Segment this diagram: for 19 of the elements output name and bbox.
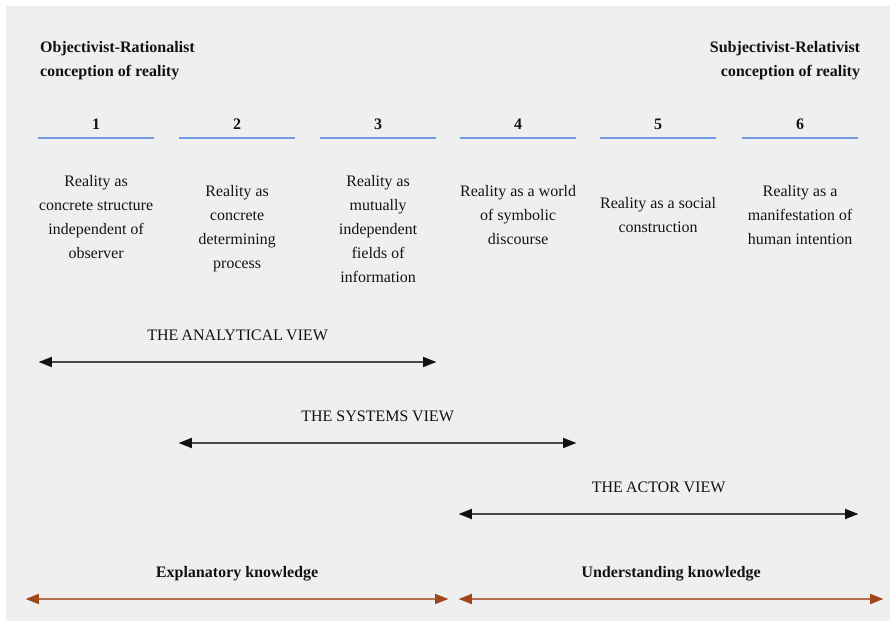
column-number: 6 bbox=[795, 115, 805, 135]
column-description: Reality as mutually independent fields of information bbox=[338, 172, 418, 288]
column-number: 2 bbox=[232, 115, 242, 135]
view-label: THE SYSTEMS VIEW bbox=[300, 407, 455, 427]
column-number: 4 bbox=[513, 115, 523, 135]
view-label: THE ACTOR VIEW bbox=[590, 478, 726, 498]
column-description: Reality as a world of symbolic discourse bbox=[460, 182, 576, 250]
column-description: Reality as concrete structure independent of observer bbox=[38, 172, 154, 264]
column-number: 3 bbox=[373, 115, 383, 135]
heading-text: Subjectivist-Relativist conception of reality bbox=[708, 38, 860, 82]
column-number: 5 bbox=[653, 115, 663, 135]
column-number: 1 bbox=[91, 115, 101, 135]
column-description: Reality as concrete determining process bbox=[197, 182, 277, 274]
column-description: Reality as a manifestation of human intention bbox=[746, 182, 854, 250]
view-label: THE ANALYTICAL VIEW bbox=[146, 326, 329, 346]
heading-text: Objectivist-Rationalist conception of reality bbox=[40, 38, 196, 82]
column-description: Reality as a social construction bbox=[600, 194, 716, 238]
knowledge-label: Explanatory knowledge bbox=[154, 563, 320, 583]
knowledge-label: Understanding knowledge bbox=[580, 563, 762, 583]
